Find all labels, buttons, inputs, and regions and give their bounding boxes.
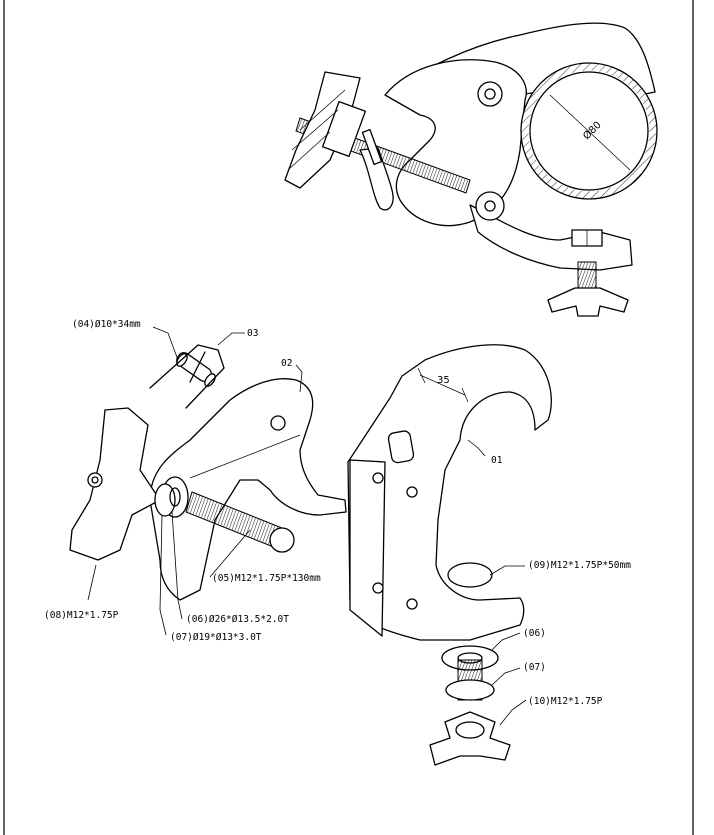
handle-rib-1 [299,89,346,131]
hook-hole-2 [406,486,418,498]
dim-35-label: 35 [437,375,450,386]
washer-hole-a [169,487,181,507]
part-07-washer-b [445,679,495,701]
label-01: 01 [491,455,503,466]
label-04: (04)Ø10*34mm [72,319,141,330]
pipe-outer [520,62,658,200]
label-05: (05)M12*1.75P*130mm [212,573,321,584]
hook-hole-3 [372,582,384,594]
wing-nut-hole [455,721,485,739]
part-03-clip [149,344,225,409]
label-03: 03 [247,328,258,339]
top-t-handle-hub [321,101,367,157]
release-lever [359,147,394,211]
label-10: (10)M12*1.75P [528,696,603,707]
pipe-wall-hatch [521,63,657,199]
leaders [87,326,527,726]
handle-rib-2 [291,109,339,151]
top-wing-nut [547,287,629,317]
lower-pivot-inner [484,200,496,212]
label-02: 02 [281,358,292,369]
pipe-inner [529,71,649,191]
diameter-line [549,94,631,171]
t-handle-hole [87,472,103,488]
label-07b: (07) [523,662,546,673]
hook-back-plate [349,459,386,637]
upper-pivot-inner [484,88,496,100]
label-06b: (06) [523,628,546,639]
hook-hole-4 [406,598,418,610]
dim-35-ext-2 [461,387,469,403]
label-06a: (06)Ø26*Ø13.5*2.0T [186,614,289,625]
dim-35-ext-1 [417,367,426,384]
dim-35-line [419,374,466,396]
label-08: (08)M12*1.75P [44,610,119,621]
part-08-t-handle [69,407,161,561]
part-07-washer-a [154,483,176,517]
jaw-plate-edge [189,434,301,479]
lower-jaw [469,204,633,271]
hook-hole-1 [372,472,384,484]
handle-rib-3 [287,131,331,171]
top-t-handle [284,71,361,189]
label-07a: (07)Ø19*Ø13*3.0T [170,632,262,643]
clamp-jaw-body [384,59,527,227]
part-01-hook-body [347,344,552,641]
assembled-side-view: Ø80 [284,22,658,317]
top-washer [361,129,383,165]
part-09-bolt-head [447,562,493,588]
jaw-plate-hole [270,415,286,431]
bolt-end-cap [269,527,295,553]
hook-slot-1 [387,430,415,464]
label-09: (09)M12*1.75P*50mm [528,560,631,571]
t-handle-hole-inner [91,476,99,484]
